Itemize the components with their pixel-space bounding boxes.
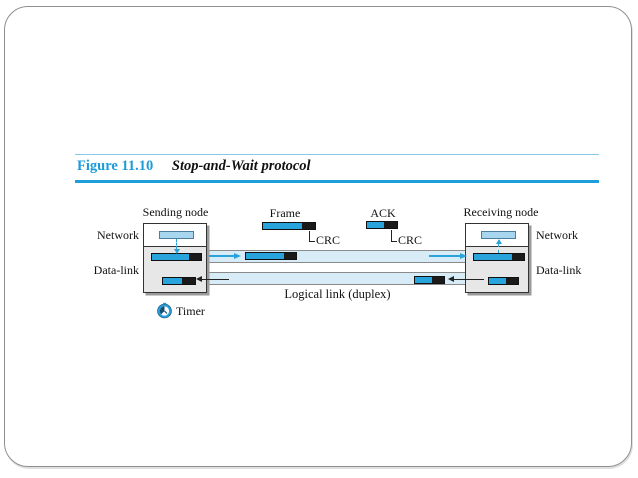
figure-label: Figure 11.10 — [77, 158, 154, 174]
datalink-frame — [473, 253, 525, 261]
forward-arrow-line-1 — [209, 255, 234, 257]
reverse-arrow-head-1 — [196, 276, 202, 282]
ack-payload — [489, 278, 506, 284]
legend-ack-label: ACK — [370, 206, 396, 220]
network-packet — [481, 231, 516, 239]
transit-frame-payload — [246, 253, 284, 259]
title-rule-bottom — [75, 180, 599, 183]
sending-network-section — [144, 224, 206, 247]
legend-frame-bar — [262, 222, 316, 230]
transit-frame-crc — [284, 253, 296, 259]
frame-payload — [474, 254, 512, 260]
transit-ack-crc — [432, 277, 444, 283]
ack-frame — [488, 277, 519, 285]
reverse-arrow-head-2 — [448, 276, 454, 282]
receiver-datalink-label: Data-link — [536, 263, 582, 277]
sender-datalink-label: Data-link — [93, 263, 139, 277]
reverse-arrow-line-2 — [454, 279, 484, 280]
legend-frame-crc-label: CRC — [316, 233, 341, 247]
frame-crc — [189, 254, 201, 260]
legend-ack-crc-label: CRC — [398, 233, 423, 247]
reverse-arrow-line-1 — [202, 279, 229, 280]
timer-label: Timer — [176, 304, 205, 318]
frame-crc — [512, 254, 524, 260]
down-arrow-line — [176, 239, 177, 249]
sending-node-title: Sending node — [142, 205, 209, 219]
sender-network-label: Network — [97, 228, 139, 242]
frame-payload — [152, 254, 189, 260]
ack-frame — [162, 277, 196, 285]
up-arrow-icon — [496, 239, 502, 244]
ack-in-transit — [414, 276, 445, 284]
receiving-node — [465, 223, 529, 293]
forward-arrow-line-2 — [429, 255, 460, 257]
receiver-network-label: Network — [536, 228, 578, 242]
frame-in-transit — [245, 252, 297, 260]
slide-border — [4, 6, 632, 467]
channel-label: Logical link (duplex) — [284, 287, 391, 301]
forward-arrow-head-1 — [234, 253, 241, 259]
legend-ack-payload — [367, 222, 384, 228]
figure-caption: Figure 11.10 Stop-and-Wait protocol — [77, 158, 311, 175]
frame-crc-pointer — [309, 231, 315, 242]
legend-frame-payload — [263, 223, 302, 229]
ack-payload — [163, 278, 182, 284]
down-arrow-icon — [174, 249, 180, 254]
network-packet — [159, 231, 194, 239]
transit-ack-payload — [415, 277, 432, 283]
ack-crc — [506, 278, 518, 284]
channel-reverse-band — [207, 272, 467, 285]
legend-frame-label: Frame — [269, 206, 301, 220]
receiving-node-title: Receiving node — [463, 205, 539, 219]
sending-node — [143, 223, 207, 293]
receiving-network-section — [466, 224, 528, 247]
forward-arrow-head-2 — [460, 253, 467, 259]
up-arrow-line — [498, 244, 499, 253]
figure-title: Stop-and-Wait protocol — [171, 158, 311, 174]
title-rule-top — [75, 154, 599, 155]
ack-crc-pointer — [391, 230, 397, 242]
legend-ack-bar — [366, 221, 398, 229]
datalink-frame — [151, 253, 202, 261]
timer-icon — [157, 302, 172, 319]
ack-crc — [182, 278, 195, 284]
legend-frame-crc-seg — [302, 223, 315, 229]
legend-ack-crc-seg — [384, 222, 397, 228]
